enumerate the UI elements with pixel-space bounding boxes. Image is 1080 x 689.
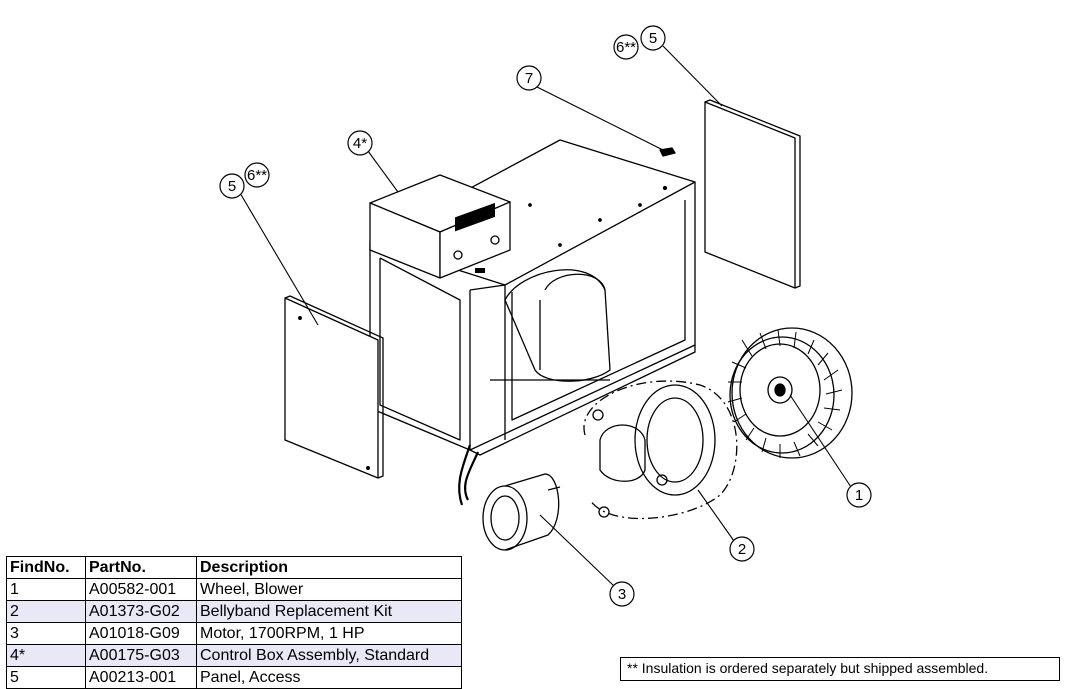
svg-text:7: 7 [525, 70, 533, 87]
cell-findno: 5 [6, 666, 86, 689]
cell-findno: 3 [6, 622, 86, 645]
control-box [369, 174, 511, 279]
cell-findno: 4* [6, 644, 86, 667]
cell-partno: A01018-G09 [85, 622, 197, 645]
callout-insulation-left: 6** [244, 162, 270, 188]
table-row: 4* A00175-G03 Control Box Assembly, Stan… [6, 644, 462, 667]
table-row: 5 A00213-001 Panel, Access [6, 666, 462, 689]
callout-wheel: 1 [846, 482, 872, 508]
callout-panel-right: 5 [640, 25, 666, 51]
callout-panel-left: 5 [219, 173, 245, 199]
callout-bellyband: 2 [729, 536, 755, 562]
callout-motor: 3 [609, 581, 635, 607]
cell-partno: A00175-G03 [85, 644, 197, 667]
svg-text:2: 2 [738, 541, 746, 558]
table-row: 3 A01018-G09 Motor, 1700RPM, 1 HP [6, 622, 462, 645]
cell-description: Control Box Assembly, Standard [196, 644, 462, 667]
svg-text:6**: 6** [616, 39, 636, 56]
header-description: Description [196, 556, 462, 579]
callouts: 1 2 3 4* 5 6** 5 6** [219, 25, 872, 607]
parts-table: FindNo. PartNo. Description 1 A00582-001… [6, 556, 462, 689]
cell-description: Motor, 1700RPM, 1 HP [196, 622, 462, 645]
callout-control-box: 4* [347, 130, 373, 156]
blower-wheel [727, 327, 853, 459]
exploded-blower-diagram: 1 2 3 4* 5 6** 5 6** [219, 25, 872, 607]
leader-lines [239, 45, 852, 587]
cell-findno: 2 [6, 600, 86, 623]
cell-partno: A00582-001 [85, 578, 197, 601]
access-panel-left [284, 295, 384, 479]
insulation-note: ** Insulation is ordered separately but … [620, 657, 1060, 681]
motor [458, 444, 561, 551]
svg-text:1: 1 [855, 487, 863, 504]
table-row: 1 A00582-001 Wheel, Blower [6, 578, 462, 601]
cell-description: Wheel, Blower [196, 578, 462, 601]
svg-text:5: 5 [228, 178, 236, 195]
callout-clip: 7 [516, 65, 542, 91]
callout-insulation-right: 6** [613, 34, 639, 60]
cell-findno: 1 [6, 578, 86, 601]
access-panel-right [704, 99, 801, 289]
clip [659, 147, 676, 157]
bellyband-kit [583, 380, 738, 520]
header-partno: PartNo. [85, 556, 197, 579]
header-findno: FindNo. [6, 556, 86, 579]
svg-text:6**: 6** [247, 167, 267, 184]
table-row: 2 A01373-G02 Bellyband Replacement Kit [6, 600, 462, 623]
cell-description: Panel, Access [196, 666, 462, 689]
cell-partno: A01373-G02 [85, 600, 197, 623]
cell-description: Bellyband Replacement Kit [196, 600, 462, 623]
parts-table-header: FindNo. PartNo. Description [6, 556, 462, 579]
svg-text:3: 3 [618, 586, 626, 603]
svg-text:4*: 4* [353, 135, 367, 152]
svg-text:5: 5 [649, 30, 657, 47]
cell-partno: A00213-001 [85, 666, 197, 689]
